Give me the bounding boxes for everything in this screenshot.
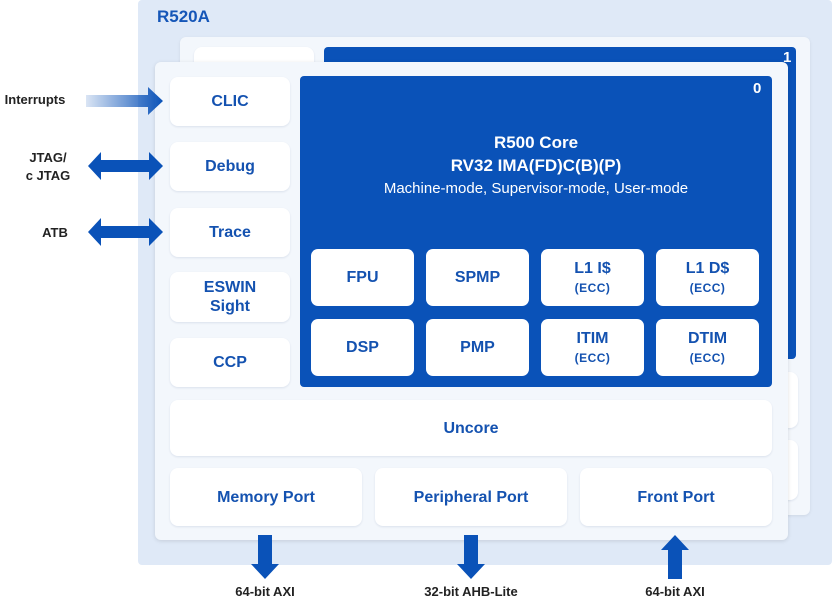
unit-sub: (ECC)	[574, 351, 611, 365]
trace-block: Trace	[170, 208, 290, 257]
eswin-sight-block: ESWIN Sight	[170, 272, 290, 322]
clic-block: CLIC	[170, 77, 290, 126]
atb-arrow	[88, 218, 163, 246]
memory-port: Memory Port	[170, 468, 362, 526]
unit-name: L1 D$	[685, 260, 730, 277]
debug-block: Debug	[170, 142, 290, 191]
interrupts-label: Interrupts	[4, 92, 66, 107]
instance-number-1: 1	[783, 49, 792, 66]
unit-name: ITIM	[576, 330, 609, 347]
fpu-unit: FPU	[311, 249, 414, 306]
instance-number-0: 0	[753, 80, 762, 97]
jtag-arrow	[88, 152, 163, 180]
diagram-title: R520A	[157, 7, 210, 26]
peripheral-port-arrow	[457, 535, 485, 579]
eswin-sight-line2: Sight	[210, 298, 250, 315]
peripheral-port: Peripheral Port	[375, 468, 567, 526]
atb-label: ATB	[42, 225, 68, 240]
front-bus-label: 64-bit AXI	[645, 584, 705, 599]
eswin-sight-line1: ESWIN	[203, 279, 257, 296]
uncore-block: Uncore	[170, 400, 772, 456]
unit-name: DTIM	[687, 330, 728, 347]
jtag-label-line1: JTAG/	[29, 150, 67, 165]
dtim-unit: DTIM (ECC)	[656, 319, 759, 376]
unit-sub: (ECC)	[689, 281, 726, 295]
itim-unit: ITIM (ECC)	[541, 319, 644, 376]
jtag-label-line2: c JTAG	[25, 168, 71, 183]
core-name: R500 Core	[493, 133, 579, 152]
interrupts-arrow	[86, 87, 163, 115]
unit-name: SPMP	[454, 268, 501, 286]
dsp-unit: DSP	[311, 319, 414, 376]
unit-name: L1 I$	[574, 260, 611, 277]
unit-name: DSP	[346, 338, 379, 356]
unit-sub: (ECC)	[574, 281, 611, 295]
l1-dcache-unit: L1 D$ (ECC)	[656, 249, 759, 306]
unit-sub: (ECC)	[689, 351, 726, 365]
front-port-arrow	[661, 535, 689, 579]
spmp-unit: SPMP	[426, 249, 529, 306]
l1-icache-unit: L1 I$ (ECC)	[541, 249, 644, 306]
front-port: Front Port	[580, 468, 772, 526]
unit-name: FPU	[346, 268, 379, 286]
memory-bus-label: 64-bit AXI	[235, 584, 295, 599]
core-isa: RV32 IMA(FD)C(B)(P)	[450, 156, 622, 175]
ccp-block: CCP	[170, 338, 290, 387]
unit-name: PMP	[460, 338, 495, 356]
core-modes: Machine-mode, Supervisor-mode, User-mode	[383, 180, 689, 197]
peripheral-bus-label: 32-bit AHB-Lite	[424, 584, 518, 599]
memory-port-arrow	[251, 535, 279, 579]
pmp-unit: PMP	[426, 319, 529, 376]
